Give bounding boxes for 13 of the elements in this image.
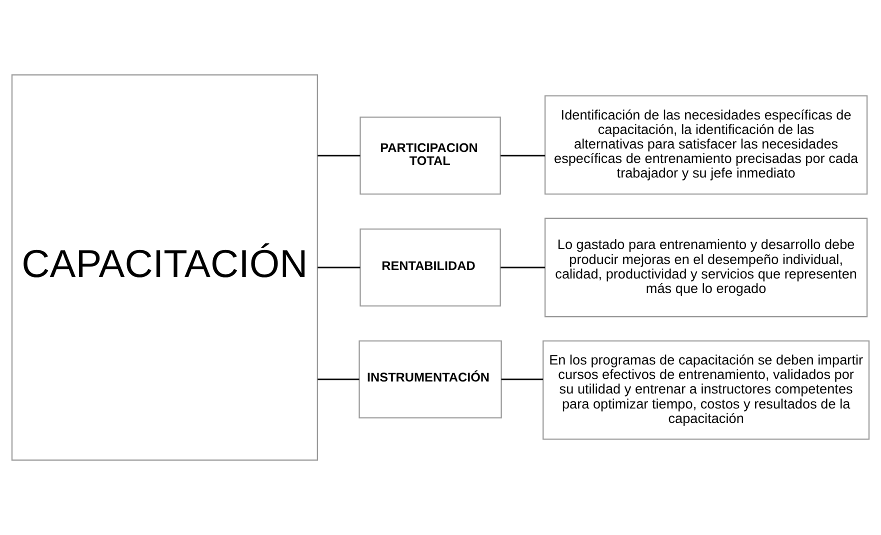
node-box: Identificación de las necesidades específicas de capacitación, la identificación de las alternativas para satisfacer las necesidades específicas de entrenamiento precisadas por cada trabajador y su jefe inmediato	[544, 95, 868, 195]
node-box: CAPACITACIÓN	[11, 74, 318, 461]
connector	[501, 378, 544, 380]
node-box: En los programas de capacitación se deben impartir cursos efectivos de entrenamiento, validados por su utilidad y entrenar a instructores competentes para optimizar tiempo, costos y resultados de la capacitación	[542, 340, 870, 440]
connector	[318, 154, 360, 156]
connector	[318, 266, 360, 268]
node-box: Lo gastado para entrenamiento y desarrollo debe producir mejoras en el desempeño individual, calidad, productividad y servicios que representen más que lo erogado	[544, 218, 868, 318]
connector	[318, 378, 360, 380]
connector	[500, 154, 546, 156]
node-box: PARTICIPACION TOTAL	[360, 116, 501, 195]
connector	[500, 266, 546, 268]
node-box: RENTABILIDAD	[360, 228, 501, 306]
node-box: INSTRUMENTACIÓN	[358, 340, 502, 418]
